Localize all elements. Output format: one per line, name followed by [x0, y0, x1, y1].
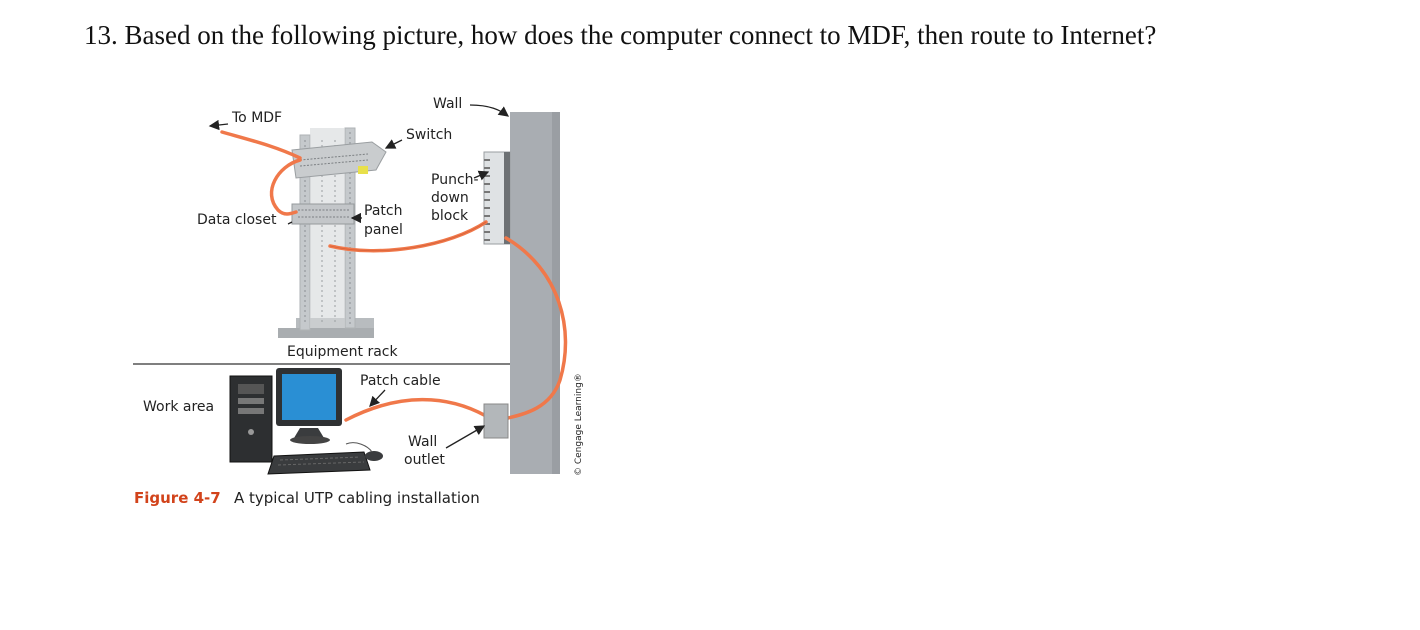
figure-caption-number: Figure 4-7 [134, 489, 221, 507]
label-punch-down-2: down [431, 190, 469, 206]
label-patch-panel-1: Patch [364, 203, 402, 219]
label-wall-outlet-2: outlet [404, 452, 445, 468]
label-wall-outlet-1: Wall [408, 434, 437, 450]
keyboard-mouse [267, 442, 383, 475]
label-wall: Wall [433, 96, 462, 112]
punch-down-block [483, 151, 511, 245]
label-data-closet: Data closet [197, 212, 277, 228]
question-text: 13. Based on the following picture, how … [84, 20, 1157, 50]
label-to-mdf: To MDF [231, 110, 282, 126]
label-arrows [208, 104, 510, 449]
label-switch: Switch [406, 127, 452, 143]
label-punch-down-3: block [431, 208, 469, 224]
wall-outlet-box [483, 403, 509, 439]
label-patch-cable: Patch cable [360, 373, 441, 389]
computer-tower [229, 375, 273, 463]
copyright-credit: © Cengage Learning® [574, 373, 584, 476]
figure-caption-text: A typical UTP cabling installation [234, 489, 480, 507]
switch-device [291, 141, 387, 179]
label-equipment-rack: Equipment rack [287, 344, 398, 360]
label-patch-panel-2: panel [364, 222, 403, 238]
monitor [276, 368, 342, 444]
patch-panel-device [291, 203, 355, 225]
label-work-area: Work area [143, 399, 214, 415]
label-punch-down-1: Punch- [431, 172, 479, 188]
